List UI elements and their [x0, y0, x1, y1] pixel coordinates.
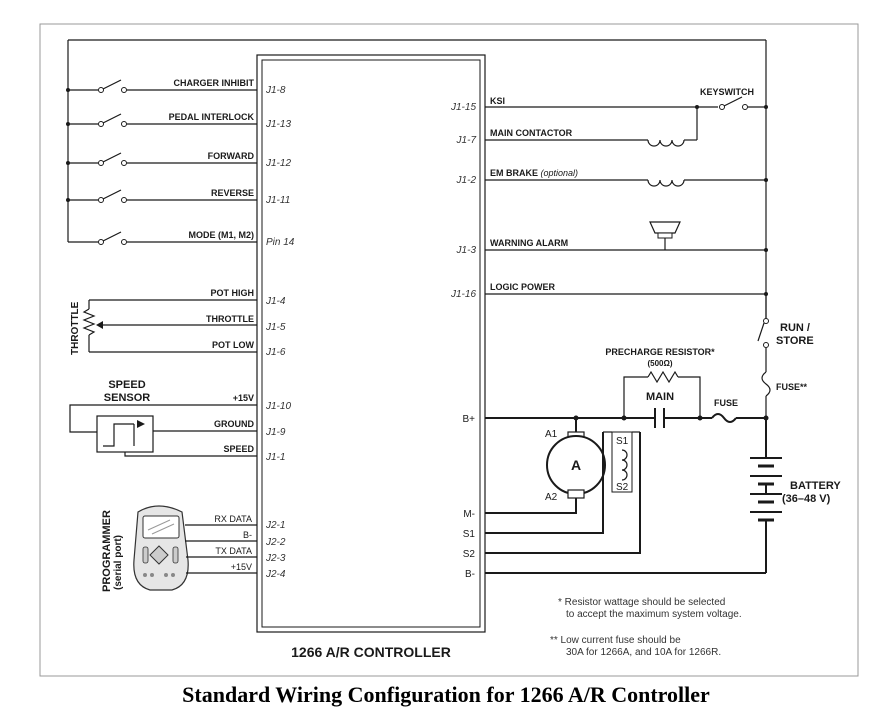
supply-15v-label: +15V	[233, 393, 254, 403]
main-contactor-coil	[485, 107, 698, 147]
main-fuse	[711, 413, 769, 423]
programmer-label-1: PROGRAMMER	[101, 510, 113, 592]
precharge-label: PRECHARGE RESISTOR*	[605, 347, 715, 357]
charger-inhibit-pin: J1-8	[265, 85, 286, 96]
note2-line1: ** Low current fuse should be	[550, 635, 681, 646]
programmer-label-2: (serial port)	[113, 535, 124, 590]
note1-line2: to accept the maximum system voltage.	[566, 609, 742, 620]
battery-voltage: (36–48 V)	[782, 493, 831, 505]
mode-label: MODE (M1, M2)	[188, 230, 254, 240]
a1-label: A1	[545, 429, 558, 440]
fuse-star-label: FUSE**	[776, 382, 808, 392]
battery-symbol	[750, 418, 782, 573]
throttle-wiper-pin: J1-5	[265, 322, 286, 333]
speed-label: SPEED	[223, 444, 254, 454]
bplus-pin: B+	[462, 414, 475, 425]
pot-low-label: POT LOW	[212, 340, 254, 350]
s1-pin: S1	[463, 529, 476, 540]
fuse-label: FUSE	[714, 398, 738, 408]
ground-pin: J1-9	[265, 427, 286, 438]
tx-data-pin: J2-3	[265, 553, 286, 564]
warning-alarm-pin: J1-3	[456, 245, 477, 256]
charger-inhibit-switch	[66, 79, 257, 93]
programmer-wires	[185, 524, 257, 574]
logic-power-pin: J1-16	[450, 289, 476, 300]
prog-15v-pin: J2-4	[265, 569, 286, 580]
rx-data-label: RX DATA	[214, 514, 252, 524]
main-label: MAIN	[646, 391, 674, 403]
pedal-interlock-switch	[66, 113, 257, 127]
series-field-winding	[485, 431, 641, 554]
ground-label: GROUND	[214, 419, 254, 429]
field-s2-label: S2	[616, 482, 629, 493]
main-contactor-pin: J1-7	[456, 135, 477, 146]
warning-alarm	[485, 221, 768, 252]
forward-pin: J1-12	[265, 158, 291, 169]
ksi-wire	[485, 96, 768, 110]
pedal-interlock-label: PEDAL INTERLOCK	[169, 112, 255, 122]
pot-low-pin: J1-6	[265, 347, 286, 358]
run-store-label-2: STORE	[776, 335, 814, 347]
ksi-pin: J1-15	[450, 102, 476, 113]
logic-power-label: LOGIC POWER	[490, 282, 556, 292]
em-brake-coil	[485, 178, 768, 187]
reverse-label: REVERSE	[211, 188, 254, 198]
mminus-pin: M-	[463, 509, 475, 520]
run-store-switch	[757, 294, 769, 372]
figure-caption: Standard Wiring Configuration for 1266 A…	[182, 682, 710, 707]
main-contactor-label: MAIN CONTACTOR	[490, 128, 573, 138]
em-brake-label: EM BRAKE (optional)	[490, 168, 578, 178]
diagram-frame	[39, 23, 859, 677]
throttle-potentiometer	[82, 299, 257, 353]
throttle-wiper-label: THROTTLE	[206, 314, 254, 324]
battery-label: BATTERY	[790, 480, 841, 492]
precharge-resistor	[623, 370, 701, 418]
speed-pin: J1-1	[265, 452, 285, 463]
logic-fuse	[761, 371, 771, 418]
motor-label: A	[571, 457, 581, 473]
tx-data-label: TX DATA	[215, 546, 252, 556]
reverse-switch	[66, 189, 257, 203]
pot-high-label: POT HIGH	[210, 288, 254, 298]
pedal-interlock-pin: J1-13	[265, 119, 291, 130]
a2-label: A2	[545, 492, 558, 503]
ksi-label: KSI	[490, 96, 505, 106]
field-s1-label: S1	[616, 436, 629, 447]
prog-15v-label: +15V	[231, 562, 252, 572]
warning-alarm-label: WARNING ALARM	[490, 238, 568, 248]
controller-title: 1266 A/R CONTROLLER	[291, 644, 451, 660]
forward-label: FORWARD	[208, 151, 255, 161]
throttle-side-label: THROTTLE	[70, 301, 81, 355]
reverse-pin: J1-11	[265, 195, 290, 206]
bplus-rail	[485, 415, 645, 421]
run-store-label-1: RUN /	[780, 322, 810, 334]
main-contactor-contacts	[645, 408, 712, 428]
forward-switch	[66, 152, 257, 166]
speed-sensor-label-2: SENSOR	[104, 392, 151, 404]
prog-bminus-label: B-	[243, 530, 252, 540]
logic-power-wire	[485, 292, 768, 296]
precharge-value: (500Ω)	[647, 359, 672, 368]
pot-high-pin: J1-4	[265, 296, 286, 307]
mode-pin: Pin 14	[266, 237, 295, 248]
speed-sensor-symbol	[69, 404, 257, 457]
em-brake-pin: J1-2	[456, 175, 477, 186]
rx-data-pin: J2-1	[265, 520, 285, 531]
bminus-pin: B-	[465, 569, 475, 580]
speed-sensor-label-1: SPEED	[108, 379, 145, 391]
note2-line2: 30A for 1266A, and 10A for 1266R.	[566, 647, 721, 658]
charger-inhibit-label: CHARGER INHIBIT	[174, 78, 255, 88]
prog-bminus-pin: J2-2	[265, 537, 286, 548]
programmer-handset-icon	[133, 505, 189, 591]
keyswitch-label: KEYSWITCH	[700, 87, 754, 97]
supply-15v-pin: J1-10	[265, 401, 291, 412]
note1-line1: * Resistor wattage should be selected	[558, 597, 725, 608]
s2-pin: S2	[463, 549, 476, 560]
controller-box	[256, 54, 486, 633]
mode-switch	[68, 231, 257, 245]
motor-armature	[485, 418, 606, 514]
